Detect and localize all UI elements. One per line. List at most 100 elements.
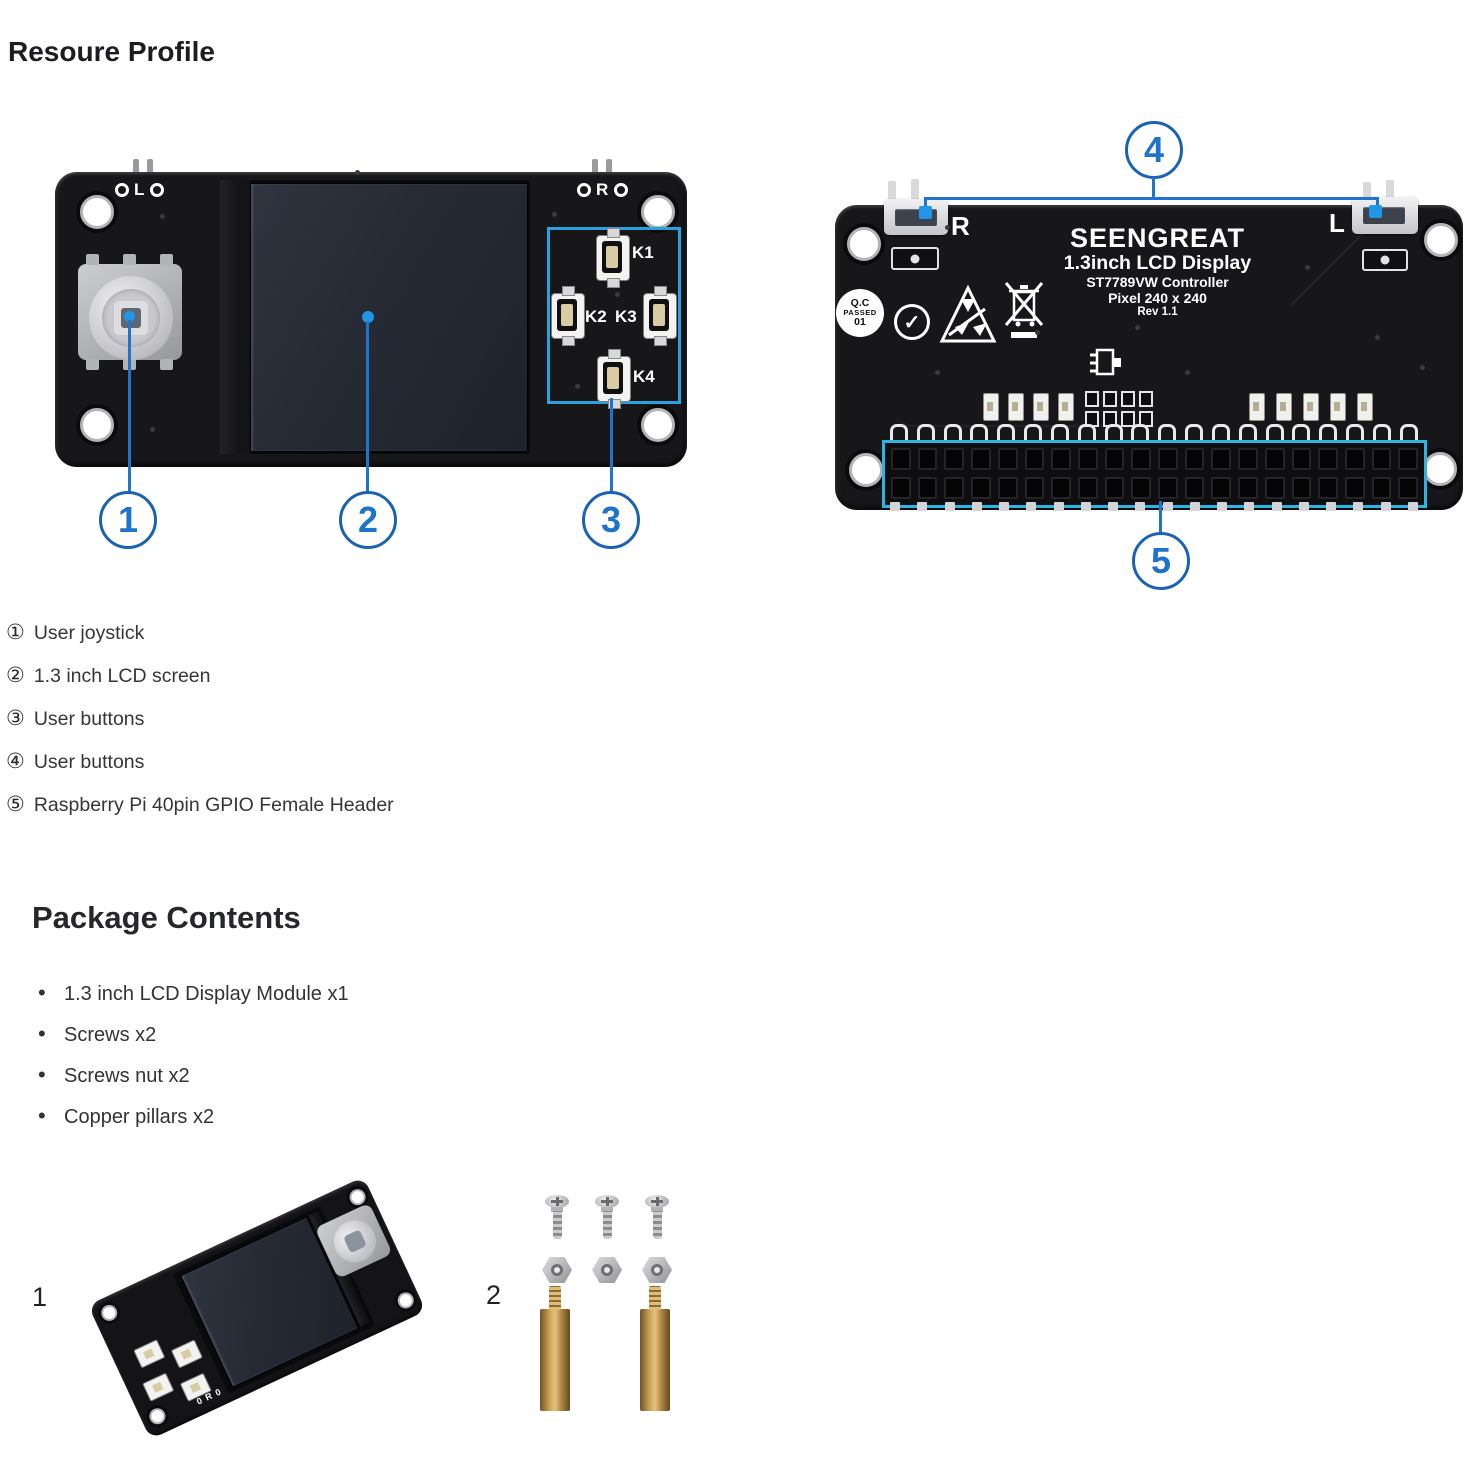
pad-ring: [614, 183, 629, 197]
via-dot: [355, 170, 360, 175]
mounting-hole: [641, 408, 675, 442]
header-socket: [1131, 448, 1151, 470]
header-socket: [1077, 448, 1098, 470]
header-socket: [917, 476, 938, 499]
button-k4: [597, 349, 631, 409]
smd-pad: [1139, 391, 1153, 407]
callout-line-4-horizontal: [924, 197, 1379, 200]
page-title: Resoure Profile: [8, 36, 215, 67]
mounting-hole: [395, 1289, 417, 1312]
legend-num: ⑤: [6, 793, 25, 816]
button-actuator: [607, 367, 619, 389]
header-socket: [1158, 448, 1178, 470]
callout-2: 2: [339, 491, 397, 549]
via-dot: [615, 292, 620, 297]
header-socket: [891, 448, 911, 470]
figure-2-label: 2: [486, 1280, 502, 1310]
solder-pad: [916, 424, 935, 444]
header-socket: [944, 448, 965, 470]
callout-line-4-right-drop: [1376, 199, 1379, 210]
button: [170, 1339, 203, 1369]
button-tab: [654, 336, 667, 346]
button: [133, 1339, 166, 1369]
component-cluster-center: [1085, 391, 1153, 427]
pad-ring: [115, 183, 129, 197]
header-socket: [1264, 476, 1285, 499]
button-actuator: [653, 304, 665, 326]
pin-tail: [1298, 502, 1309, 511]
legend-num: ①: [6, 621, 25, 644]
header-socket: [1024, 476, 1045, 499]
pad-ring: [150, 183, 165, 197]
pin-tail: [1135, 502, 1146, 511]
header-socket: [971, 448, 991, 470]
header-socket: [1024, 448, 1045, 470]
smd-pad: [1103, 391, 1117, 407]
header-socket: [1344, 448, 1365, 470]
switch-label-l: L: [1329, 208, 1345, 238]
silkscreen-right: R: [577, 180, 629, 200]
button-tab: [607, 228, 620, 238]
header-socket: [1051, 476, 1071, 499]
smd-resistor: [1249, 393, 1265, 421]
mounting-hole: [847, 227, 881, 261]
solder-pad-row: [890, 424, 1418, 444]
switch-leg: [911, 179, 919, 201]
legend-num: ④: [6, 750, 25, 773]
pin-tail: [1353, 502, 1364, 511]
via-dot: [1375, 335, 1380, 340]
smd-resistor: [983, 393, 999, 421]
callout-line-1: [128, 320, 131, 492]
legend-num: ③: [6, 707, 25, 730]
check-glyph: ✓: [903, 311, 921, 334]
via-dot: [945, 225, 950, 230]
header-socket: [1398, 476, 1418, 499]
solder-pad: [1292, 424, 1311, 444]
button-label-k1: K1: [632, 243, 654, 262]
solder-pad: [1372, 424, 1391, 444]
header-socket: [1291, 448, 1312, 470]
pin-tail: [1217, 502, 1227, 511]
switch-leg: [888, 181, 896, 203]
pin-tail: [1108, 502, 1118, 511]
via-dot: [1185, 370, 1190, 375]
brand-block: SEENGREAT 1.3inch LCD Display ST7789VW C…: [1040, 223, 1275, 319]
via-dot: [1035, 330, 1040, 335]
header-socket: [1318, 476, 1338, 499]
tact-switch-r: [884, 199, 948, 235]
module-board-angled: 0 R 0: [87, 1176, 427, 1440]
hardware-photo: [528, 1163, 718, 1468]
legend-label: User buttons: [33, 708, 145, 730]
smd-resistor: [1276, 393, 1292, 421]
via-dot: [1135, 325, 1140, 330]
callout-anchor-mark: [919, 206, 932, 219]
header-socket: [1051, 448, 1071, 470]
joystick-pin: [86, 359, 99, 370]
joystick-pin: [86, 254, 99, 265]
button-tab: [562, 336, 575, 346]
switch-leg: [147, 159, 153, 175]
header-socket: [1371, 476, 1392, 499]
solder-pad: [1050, 424, 1069, 444]
pin-tail: [999, 502, 1009, 511]
legend-label: Raspberry Pi 40pin GPIO Female Header: [33, 794, 394, 816]
screw: [644, 1195, 670, 1243]
solder-pad: [1104, 424, 1123, 444]
pin-tail: [1080, 502, 1091, 511]
legend-num: ②: [6, 664, 25, 687]
via-dot: [935, 370, 940, 375]
mounting-hole: [849, 453, 883, 487]
silk-letter: L: [134, 180, 146, 199]
header-socket: [1344, 476, 1365, 499]
button-label-k2: K2: [585, 307, 607, 326]
header-socket: [1398, 448, 1418, 470]
pin-tail: [1244, 502, 1255, 511]
gpio-header-40pin: [882, 440, 1427, 508]
pad-ring: [577, 183, 591, 197]
joystick-pin: [160, 359, 173, 370]
header-socket: [1131, 476, 1151, 499]
switch-leg: [133, 159, 139, 175]
header-socket: [997, 448, 1018, 470]
button-k1: [596, 228, 630, 288]
header-socket: [891, 476, 911, 499]
